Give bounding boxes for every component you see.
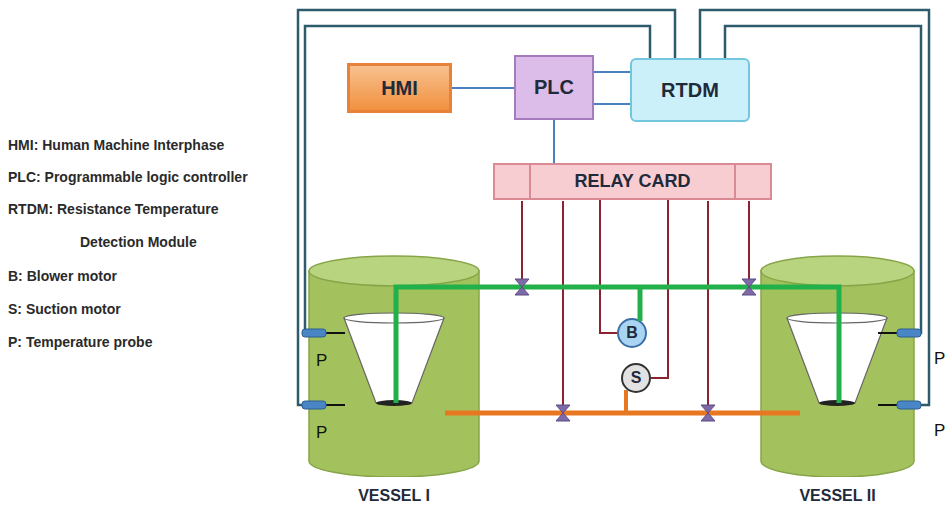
- signal-line: [594, 71, 630, 73]
- node-label: B: [626, 324, 638, 342]
- plc-box: PLC: [514, 55, 594, 120]
- signal-line: [452, 87, 514, 89]
- probe-label: P: [934, 350, 945, 368]
- control-wire: [748, 201, 750, 279]
- abbreviation-note: RTDM: Resistance Temperature Detection M…: [8, 193, 263, 259]
- signal-line: [553, 120, 555, 163]
- node-label: HMI: [381, 77, 418, 100]
- suction-pipe: [624, 390, 628, 413]
- blower-pipe: [638, 287, 643, 321]
- vessel-body: [309, 271, 479, 477]
- relay-card: RELAY CARD: [493, 163, 772, 200]
- valve-symbol: [515, 279, 529, 295]
- probe-label: P: [316, 424, 327, 442]
- abbreviation-note: B: Blower motor: [8, 267, 117, 285]
- control-wire: [600, 200, 617, 333]
- valve-symbol: [701, 405, 715, 421]
- node-label: S: [631, 369, 642, 387]
- node-label: RTDM: [661, 79, 719, 102]
- signal-line: [594, 103, 630, 105]
- rtdm-box: RTDM: [630, 58, 750, 122]
- abbreviation-note: PLC: Programmable logic controller: [8, 168, 248, 186]
- vessel-cylinder: [308, 255, 480, 477]
- suction-pipe: [445, 411, 800, 416]
- control-wire: [562, 201, 564, 405]
- control-wire: [521, 201, 523, 279]
- abbreviation-note: P: Temperature probe: [8, 333, 152, 351]
- vessel-body: [761, 271, 914, 477]
- abbreviation-note: S: Suction motor: [8, 300, 121, 318]
- blower-motor: B: [617, 318, 647, 348]
- hmi-box: HMI: [347, 63, 452, 113]
- vessel: VESSEL II: [760, 255, 915, 477]
- suction-motor: S: [621, 363, 651, 393]
- probe-label: P: [316, 352, 327, 370]
- abbreviation-note: HMI: Human Machine Interphase: [8, 136, 224, 154]
- vessel-top: [761, 256, 914, 286]
- vessel-top: [309, 256, 479, 286]
- vessel: VESSEL I: [308, 255, 480, 477]
- vessel-cylinder: [760, 255, 915, 477]
- vessel-label: VESSEL I: [288, 487, 500, 505]
- node-label: RELAY CARD: [574, 171, 690, 192]
- control-wire: [707, 201, 709, 405]
- probe-label: P: [934, 422, 945, 440]
- node-label: PLC: [534, 76, 574, 99]
- valve-symbol: [556, 405, 570, 421]
- vessel-label: VESSEL II: [740, 487, 935, 505]
- valve-symbol: [742, 279, 756, 295]
- control-wire: [651, 200, 668, 378]
